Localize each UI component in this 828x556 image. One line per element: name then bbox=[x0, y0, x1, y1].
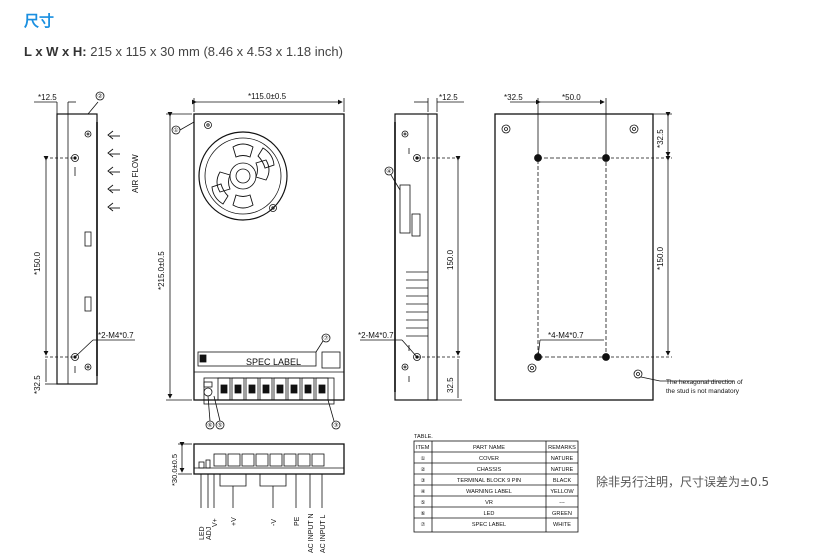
dim-12-5-left: *12.5 bbox=[38, 93, 57, 102]
table-cell: ⑦ bbox=[420, 521, 425, 528]
terminal-label-adj: ADJ bbox=[206, 527, 213, 540]
callout-7: ⑦ bbox=[323, 335, 328, 342]
dim-30: *30.0±0.5 bbox=[170, 454, 179, 486]
section-title: 尺寸 bbox=[24, 12, 55, 30]
table-cell: COVER bbox=[479, 456, 499, 462]
table-header-remarks: REMARKS bbox=[548, 445, 576, 451]
terminal-side-view bbox=[178, 442, 345, 508]
callout-1: ① bbox=[173, 127, 178, 134]
dimensions-label: L x W x H: bbox=[24, 44, 87, 59]
table-cell: ⑥ bbox=[420, 510, 425, 517]
hex-note-line-1: The hexagonal direction of bbox=[666, 379, 743, 386]
dimensions-value: 215 x 115 x 30 mm (8.46 x 4.53 x 1.18 in… bbox=[90, 44, 343, 59]
dim-32-5-top: *32.5 bbox=[504, 93, 523, 102]
table-cell: ④ bbox=[420, 488, 425, 495]
air-flow-label: AIR FLOW bbox=[131, 154, 140, 193]
dim-12-5-right: *12.5 bbox=[439, 93, 458, 102]
hex-note-line-2: the stud is not mandatory bbox=[666, 388, 740, 395]
table-cell: SPEC LABEL bbox=[472, 522, 506, 528]
callout-5: ⑤ bbox=[217, 422, 222, 429]
terminal-label-pe: PE bbox=[294, 516, 301, 526]
table-cell: TERMINAL BLOCK 9 PIN bbox=[457, 478, 521, 484]
callout-4: ④ bbox=[386, 168, 391, 175]
table-cell: VR bbox=[485, 500, 493, 506]
terminal-label-vplus: V+ bbox=[212, 518, 219, 527]
table-cell: WHITE bbox=[553, 522, 571, 528]
dim-150-left: *150.0 bbox=[33, 251, 42, 275]
table-header-item: ITEM bbox=[416, 445, 430, 451]
table-cell: LED bbox=[484, 511, 495, 517]
table-header-part: PART NAME bbox=[473, 445, 505, 451]
right-side-view bbox=[360, 98, 464, 401]
dim-150-right: *150.0 bbox=[656, 246, 665, 270]
table-caption: TABLE. bbox=[414, 434, 433, 440]
terminal-block bbox=[217, 377, 329, 401]
table-cell: ③ bbox=[420, 477, 425, 484]
callout-6: ⑥ bbox=[207, 422, 212, 429]
parts-table: TABLE. ITEM PART NAME REMARKS ① COVER NA… bbox=[414, 434, 576, 528]
table-cell: NATURE bbox=[551, 467, 574, 473]
parts-table-grid bbox=[413, 440, 579, 533]
dim-150-mid: 150.0 bbox=[446, 249, 455, 270]
terminal-label-ac-n: AC INPUT N bbox=[308, 513, 315, 553]
bottom-view bbox=[494, 98, 734, 401]
terminal-label-ac-l: AC INPUT L bbox=[320, 515, 327, 553]
tolerance-note: 除非另行注明，尺寸误差为±0.5 bbox=[596, 475, 770, 489]
spec-label-text: SPEC LABEL bbox=[246, 357, 301, 367]
callout-2: ② bbox=[97, 93, 102, 100]
callout-3: ③ bbox=[333, 422, 338, 429]
table-cell: NATURE bbox=[551, 456, 574, 462]
table-cell: CHASSIS bbox=[477, 467, 502, 473]
dim-115: *115.0±0.5 bbox=[248, 92, 287, 101]
table-cell: GREEN bbox=[552, 511, 572, 517]
terminal-label-plus-v: +V bbox=[231, 517, 238, 526]
m4-side-label: *2-M4*0.7 bbox=[358, 331, 394, 340]
dim-32-5-side: 32.5 bbox=[446, 377, 455, 393]
dim-50: *50.0 bbox=[562, 93, 581, 102]
front-view bbox=[166, 98, 345, 430]
dim-215: *215.0±0.5 bbox=[157, 251, 166, 290]
table-cell: ① bbox=[420, 455, 425, 462]
dimensions-line: L x W x H: 215 x 115 x 30 mm (8.46 x 4.5… bbox=[24, 44, 343, 59]
terminal-label-minus-v: -V bbox=[271, 519, 278, 526]
terminal-label-led: LED bbox=[199, 526, 206, 540]
table-cell: ② bbox=[420, 466, 425, 473]
dim-32-5-right: *32.5 bbox=[656, 129, 665, 148]
m4-right-label: *4-M4*0.7 bbox=[548, 331, 584, 340]
table-cell: --- bbox=[559, 500, 565, 506]
m4-left-label: *2-M4*0.7 bbox=[98, 331, 134, 340]
table-cell: YELLOW bbox=[550, 489, 574, 495]
left-side-view bbox=[34, 91, 135, 385]
dim-32-5-left: *32.5 bbox=[33, 375, 42, 394]
table-cell: ⑤ bbox=[420, 499, 425, 506]
table-cell: BLACK bbox=[553, 478, 572, 484]
table-cell: WARNING LABEL bbox=[466, 489, 512, 495]
